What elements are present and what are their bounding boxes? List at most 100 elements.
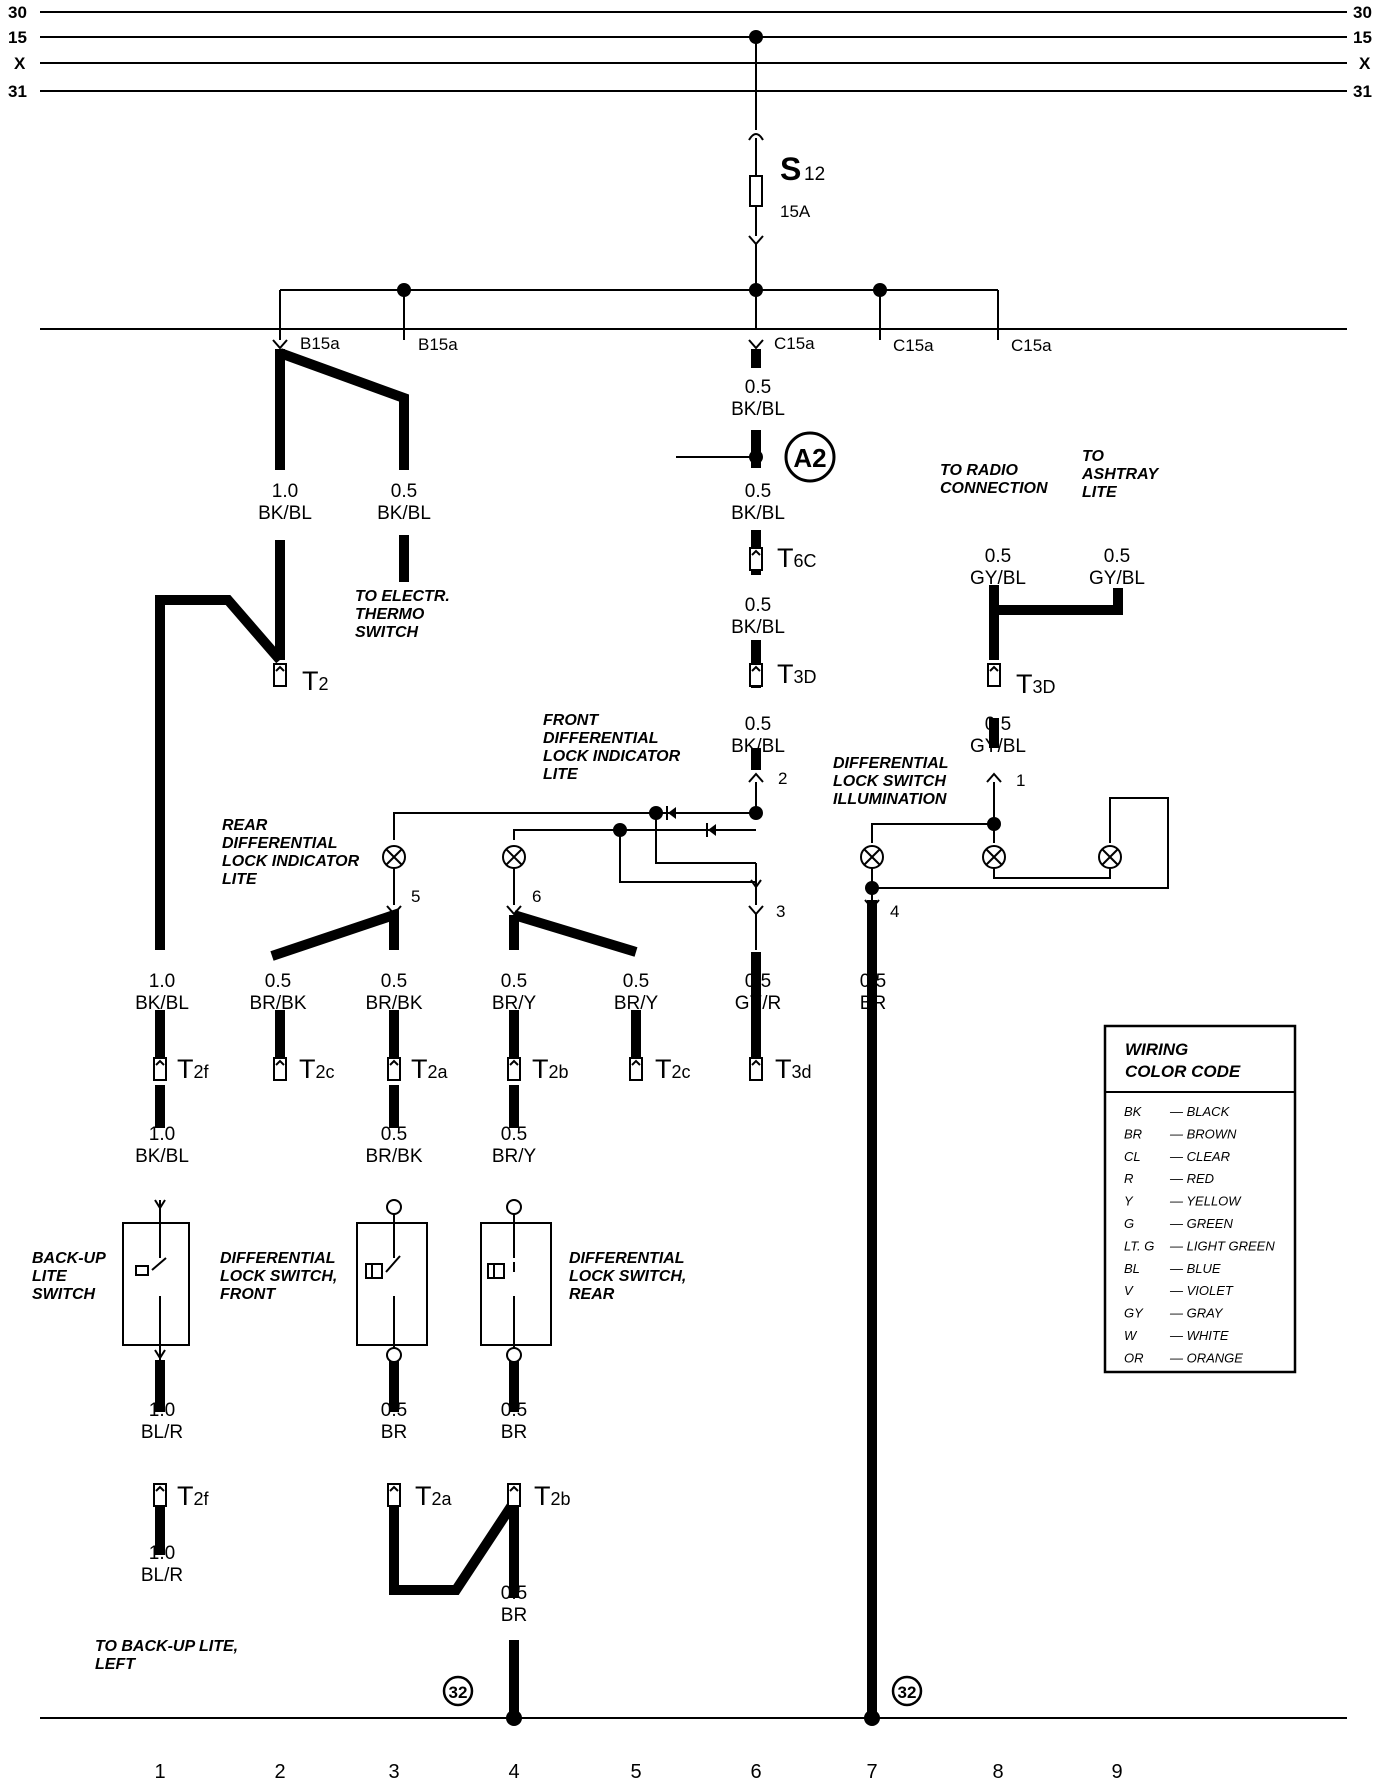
note-line: LITE: [222, 871, 258, 888]
note-line: REAR: [569, 1286, 615, 1303]
legend-color: — GREEN: [1169, 1216, 1233, 1231]
switch-rear: [480, 1199, 552, 1363]
note-line: TO RADIO: [940, 462, 1018, 479]
wire-size: 1.0: [149, 1400, 175, 1421]
note-line: TO BACK-UP LITE,: [95, 1638, 238, 1655]
note-line: ASHTRAY: [1081, 466, 1159, 483]
connector-label: T2a: [415, 1481, 453, 1511]
legend-color: — GRAY: [1169, 1306, 1224, 1321]
note-line: LOCK INDICATOR: [543, 748, 681, 765]
ground-bus: 32 32: [40, 1675, 1347, 1726]
note-line: DIFFERENTIAL: [222, 835, 338, 852]
note-line: LOCK SWITCH,: [569, 1268, 686, 1285]
connector-label: T2b: [532, 1054, 569, 1084]
legend-color: — BLUE: [1169, 1261, 1221, 1276]
wire-color: BL/R: [141, 1565, 183, 1586]
connector-icon: [153, 1057, 167, 1081]
legend-code: BL: [1124, 1261, 1140, 1276]
wire-size: 1.0: [149, 1124, 175, 1145]
fuse-s12: S 12 15A: [748, 30, 825, 330]
note-line: LOCK SWITCH: [833, 773, 946, 790]
legend-code: BR: [1124, 1126, 1142, 1141]
bus-point: B15a: [300, 334, 340, 353]
note-line: LEFT: [95, 1656, 136, 1673]
note-line: DIFFERENTIAL: [833, 755, 949, 772]
wire-size: 0.5: [501, 1400, 527, 1421]
bus-label-left: 30: [8, 3, 27, 22]
legend-code: CL: [1124, 1149, 1141, 1164]
wire-size: 0.5: [501, 1583, 527, 1604]
connector-icon: [629, 1057, 643, 1081]
note-line: FRONT: [543, 712, 599, 729]
connector-label: T6C: [777, 543, 817, 573]
column-number: 2: [274, 1761, 285, 1780]
wire-color: GY/BL: [1089, 568, 1145, 589]
connector-icon: [749, 1057, 763, 1081]
note-line: LITE: [1082, 484, 1118, 501]
connector-icon: [273, 663, 287, 687]
ground-mark: 32: [449, 1683, 468, 1702]
column-number: 1: [154, 1761, 165, 1780]
wire-color: BK/BL: [731, 736, 785, 757]
note-line: TO: [1082, 448, 1104, 465]
connector-label: T3D: [777, 659, 817, 689]
note-line: SWITCH: [32, 1286, 96, 1303]
connector-symbols: [153, 547, 1001, 1507]
connector-icon: [749, 663, 763, 687]
legend-code: G: [1124, 1216, 1134, 1231]
bus-point: C15a: [1011, 336, 1052, 355]
wire-labels: 1.0 BK/BL 0.5 BK/BL 0.5 BK/BL 0.5 BK/BL …: [135, 377, 1145, 1626]
lamp-icon: [1098, 845, 1122, 869]
note-line: CONNECTION: [940, 480, 1048, 497]
bus-label-left: X: [14, 54, 26, 73]
connector-icon: [507, 1057, 521, 1081]
legend-color: — BROWN: [1169, 1126, 1237, 1141]
bus-label-left: 31: [8, 82, 27, 101]
wire-size: 1.0: [149, 1543, 175, 1564]
wire-size: 0.5: [265, 971, 291, 992]
connector-icon: [153, 1483, 167, 1507]
wire-size: 1.0: [272, 481, 298, 502]
wire-size: 0.5: [860, 971, 886, 992]
column-number: 4: [508, 1761, 519, 1780]
lamp-icon: [502, 845, 526, 869]
legend-color: — BLACK: [1169, 1104, 1231, 1119]
wire-size: 0.5: [381, 1400, 407, 1421]
wire-size: 0.5: [381, 1124, 407, 1145]
pin-number: 1: [1016, 771, 1025, 790]
wire-size: 0.5: [745, 595, 771, 616]
wire-color: BL/R: [141, 1422, 183, 1443]
wire-size: 0.5: [745, 714, 771, 735]
column-numbers: 1 2 3 4 5 6 7 8 9: [154, 1761, 1122, 1780]
note-line: LITE: [32, 1268, 68, 1285]
column-number: 6: [750, 1761, 761, 1780]
wire-color: BK/BL: [731, 399, 785, 420]
wire-color: BR/BK: [249, 993, 306, 1014]
pin-number: 4: [890, 902, 899, 921]
wire-size: 0.5: [745, 481, 771, 502]
pin-number: 6: [532, 887, 541, 906]
connector-icon: [987, 663, 1001, 687]
lamp-icon: [382, 845, 406, 869]
pin-number: 2: [778, 769, 787, 788]
switch-front: [356, 1199, 428, 1363]
wire-size: 0.5: [391, 481, 417, 502]
wire-size: 0.5: [623, 971, 649, 992]
distribution: B15a B15a C15a C15a C15a: [40, 283, 1347, 355]
legend-code: R: [1124, 1171, 1133, 1186]
connector-label: T2b: [534, 1481, 571, 1511]
bus-label-right: X: [1359, 54, 1371, 73]
note-line: SWITCH: [355, 624, 419, 641]
connector-label: T3D: [1016, 669, 1056, 699]
pin-numbers: 2 1 5 6 3 4: [411, 769, 1025, 921]
note-line: FRONT: [220, 1286, 276, 1303]
connector-label: T3d: [775, 1054, 812, 1084]
pin-number: 5: [411, 887, 420, 906]
wire-size: 0.5: [501, 971, 527, 992]
legend-code: LT. G: [1124, 1238, 1154, 1253]
wire-color: BK/BL: [135, 1146, 189, 1167]
note-line: LITE: [543, 766, 579, 783]
